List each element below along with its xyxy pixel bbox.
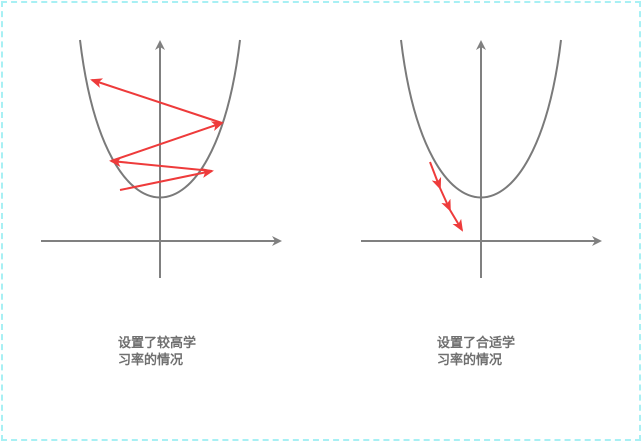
left-caption-line1: 设置了较高学 [118, 336, 197, 351]
right-step-arrow [439, 187, 451, 212]
left-caption-line2: 习率的情况 [118, 353, 184, 368]
left-step-arrow [90, 78, 223, 124]
right-gradient-steps [429, 161, 464, 232]
right-loss-curve [400, 39, 562, 199]
right-caption: 设置了合适学 习率的情况 [437, 335, 557, 369]
left-gradient-steps [90, 78, 224, 191]
left-step-arrow [119, 168, 214, 191]
left-panel [41, 39, 282, 278]
left-loss-curve [79, 39, 241, 199]
right-caption-line2: 习率的情况 [437, 353, 503, 368]
right-step-arrow [429, 161, 442, 190]
right-panel [361, 39, 602, 278]
left-step-arrow [109, 157, 213, 172]
left-caption: 设置了较高学 习率的情况 [118, 335, 238, 369]
right-step-arrow [449, 209, 464, 232]
left-step-arrow [110, 121, 224, 162]
right-caption-line1: 设置了合适学 [437, 336, 516, 351]
